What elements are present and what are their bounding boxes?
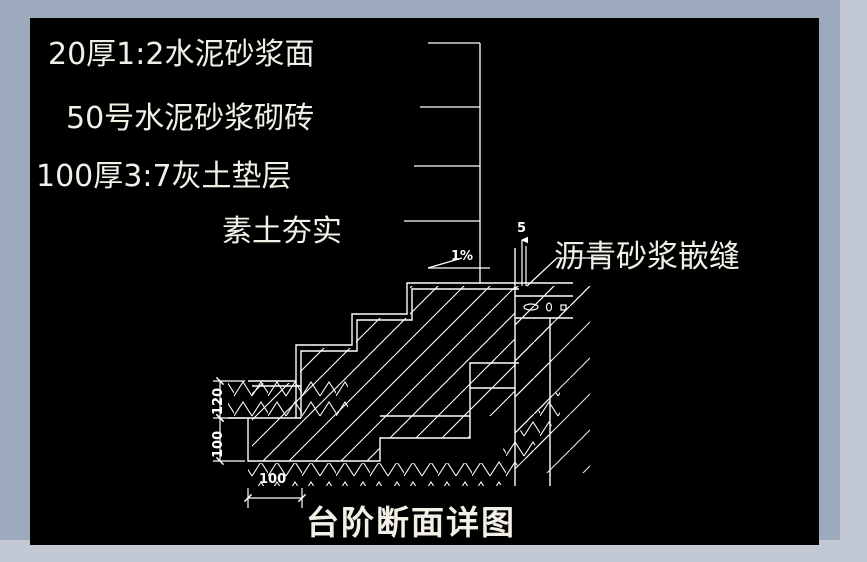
- annotation-asphalt-joint: 沥青砂浆嵌缝: [554, 239, 740, 275]
- slope-symbol: [427, 257, 490, 269]
- annotation-layer-4: 素土夯实: [222, 214, 342, 249]
- step-profile-outline: [248, 282, 519, 418]
- annotation-layer-2: 50号水泥砂浆砌砖: [66, 101, 315, 136]
- drawing-title: 台阶断面详图: [306, 503, 516, 542]
- leader-lines: [404, 42, 481, 283]
- right-boundary-lines: [514, 248, 573, 486]
- annotation-layer-1: 20厚1:2水泥砂浆面: [48, 37, 315, 72]
- embankment-slope-hatch: [515, 286, 590, 473]
- cad-drawing-canvas[interactable]: 20厚1:2水泥砂浆面 50号水泥砂浆砌砖 100厚3:7灰土垫层 素土夯实 沥…: [30, 18, 819, 545]
- joint-dimension-label: 5: [517, 221, 527, 236]
- joint-dimension-line: [520, 236, 606, 287]
- masonry-step-body: [252, 286, 515, 461]
- aggregate-symbols: [523, 302, 567, 312]
- cad-geometry: [213, 42, 606, 508]
- dimension-lines: [213, 376, 307, 508]
- slope-label: 1%: [451, 249, 474, 264]
- dimension-label-100-horizontal: 100: [259, 472, 287, 487]
- dimension-label-120: 120: [211, 387, 226, 415]
- dimension-label-100-vertical: 100: [211, 430, 226, 458]
- annotation-layer-3: 100厚3:7灰土垫层: [36, 159, 292, 194]
